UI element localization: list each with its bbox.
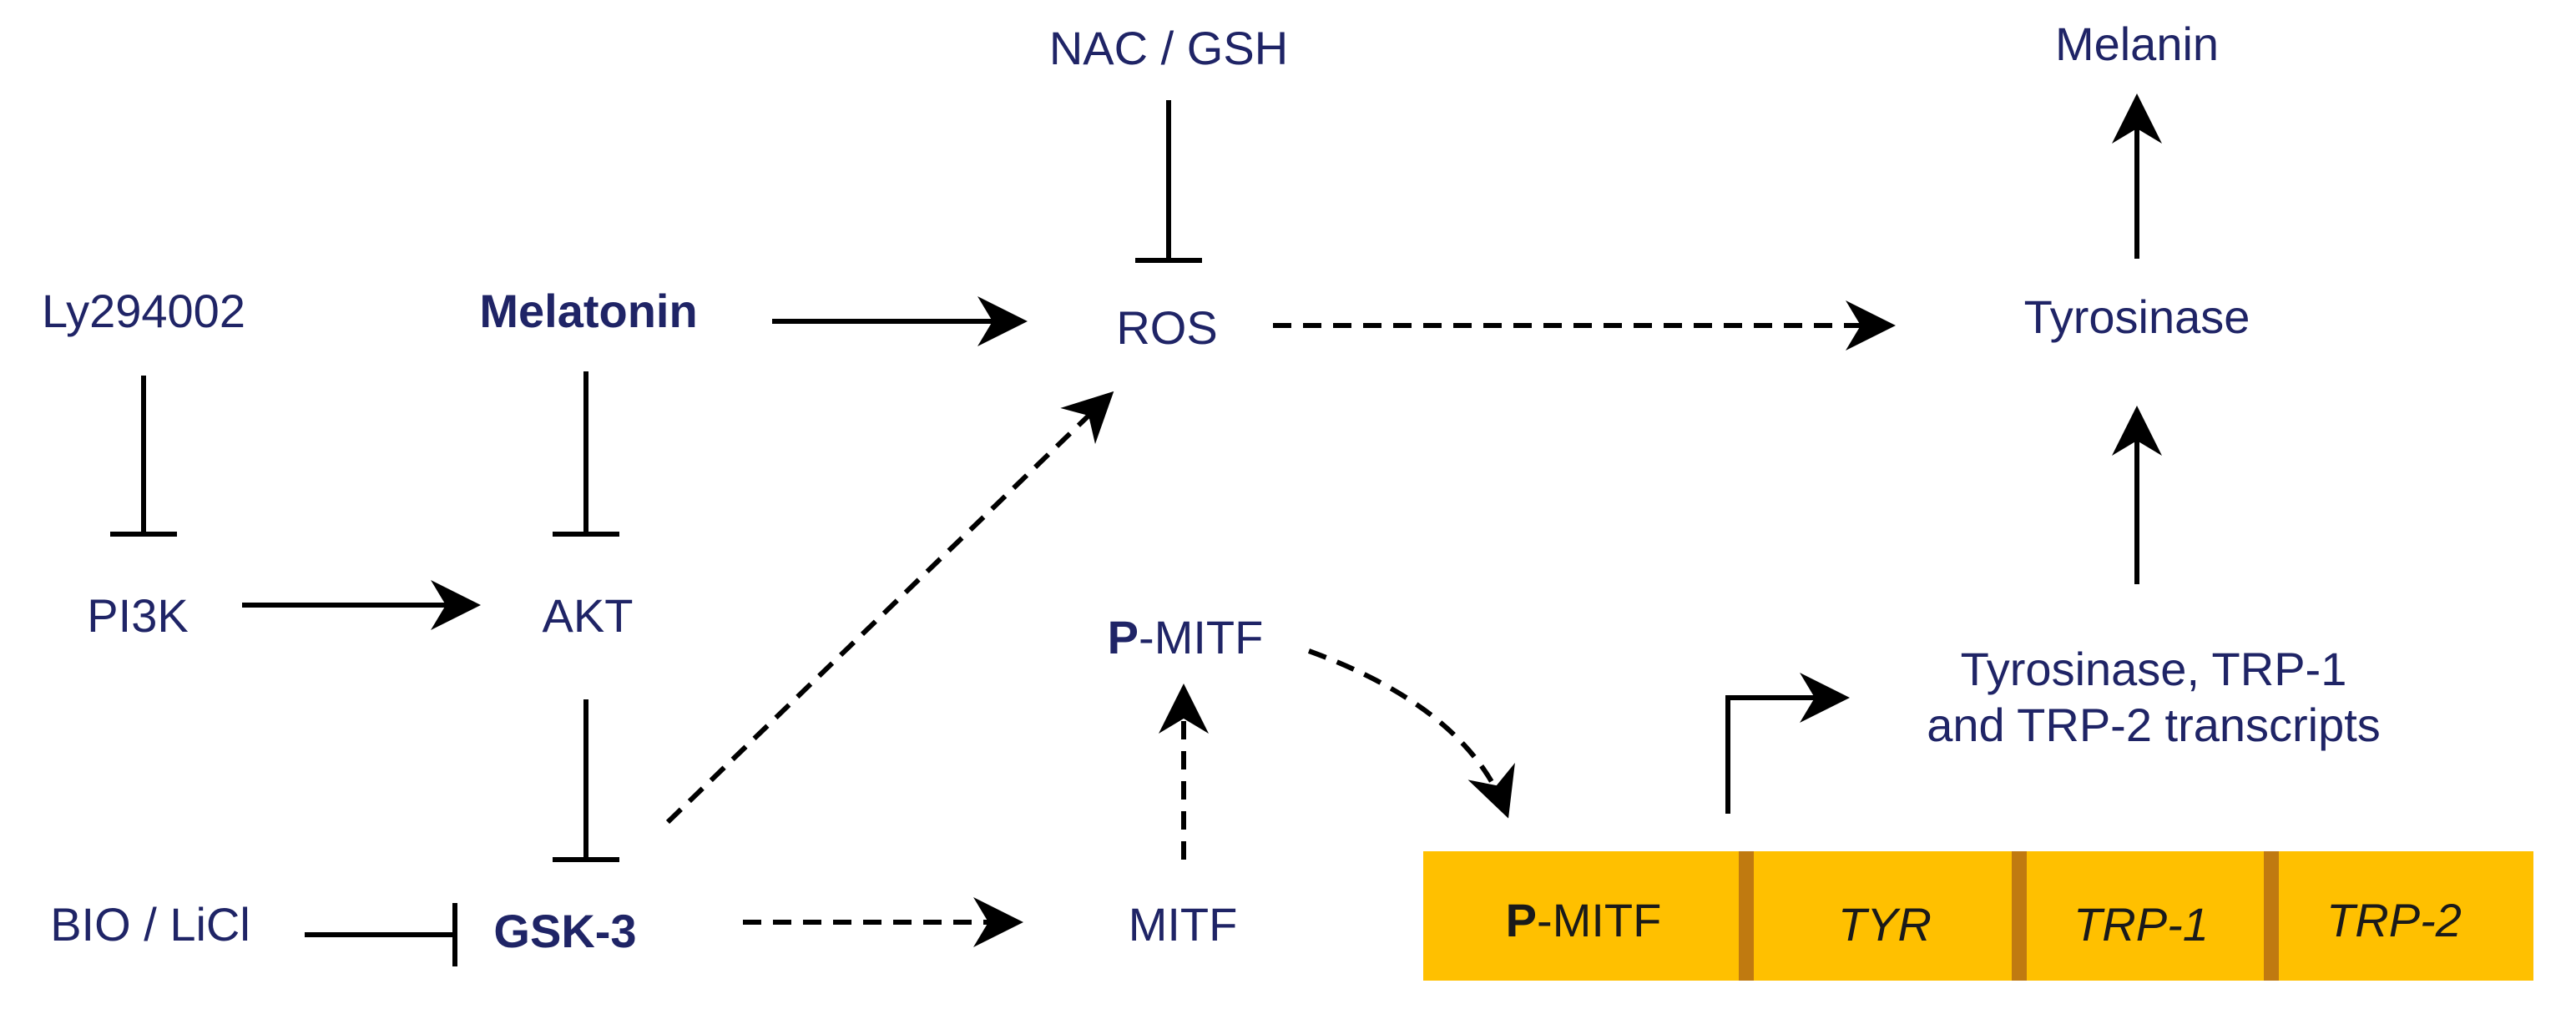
inhibit-akt-to-gsk3 bbox=[553, 699, 619, 862]
inhibit-bio-licl-to-gsk3 bbox=[305, 903, 457, 966]
gene-box-p-prefix: P bbox=[1505, 894, 1538, 946]
node-nac-gsh: NAC / GSH bbox=[1048, 22, 1289, 74]
transcripts-line-1: Tyrosinase, TRP-1 bbox=[1960, 643, 2347, 695]
gene-box-p-suffix: -MITF bbox=[1537, 894, 1662, 946]
node-akt: AKT bbox=[542, 589, 634, 642]
gene-box bbox=[1423, 851, 2533, 981]
transcripts-line-2: and TRP-2 transcripts bbox=[1927, 699, 2381, 752]
arrow-gsk3-to-ros bbox=[665, 391, 1114, 825]
gene-box-background bbox=[1423, 851, 2533, 981]
node-tyrosinase: Tyrosinase bbox=[2023, 290, 2250, 343]
gene-box-segment-p-mitf: P-MITF bbox=[1506, 897, 1662, 944]
inhibit-nac-gsh-to-ros bbox=[1135, 100, 1202, 263]
p-mitf-suffix: -MITF bbox=[1139, 611, 1264, 663]
gene-box-divider-1 bbox=[1739, 851, 1754, 981]
node-p-mitf: P-MITF bbox=[1108, 614, 1264, 661]
node-ros: ROS bbox=[1116, 301, 1218, 354]
gene-box-segment-trp2: TRP-2 bbox=[2326, 894, 2462, 946]
gene-box-divider-2 bbox=[2012, 851, 2027, 981]
node-mitf: MITF bbox=[1128, 898, 1238, 951]
node-ly294002: Ly294002 bbox=[42, 285, 245, 337]
node-transcripts: Tyrosinase, TRP-1 and TRP-2 transcripts bbox=[1927, 641, 2381, 753]
node-melatonin: Melatonin bbox=[479, 285, 698, 337]
node-pi3k: PI3K bbox=[87, 589, 189, 642]
arrow-p-mitf-to-gene-box bbox=[1307, 648, 1515, 819]
gene-box-segment-tyr: TYR bbox=[1838, 898, 1932, 951]
node-melanin: Melanin bbox=[2054, 18, 2220, 70]
p-mitf-prefix: P bbox=[1107, 611, 1139, 663]
node-gsk3: GSK-3 bbox=[493, 905, 637, 957]
gene-box-divider-3 bbox=[2264, 851, 2279, 981]
gene-box-segment-trp1: TRP-1 bbox=[2073, 898, 2209, 951]
inhibit-ly294002-to-pi3k bbox=[110, 376, 177, 537]
inhibit-melatonin-to-akt bbox=[553, 371, 619, 537]
node-bio-licl: BIO / LiCl bbox=[50, 898, 250, 951]
arrow-transcription-start bbox=[1725, 673, 1850, 814]
